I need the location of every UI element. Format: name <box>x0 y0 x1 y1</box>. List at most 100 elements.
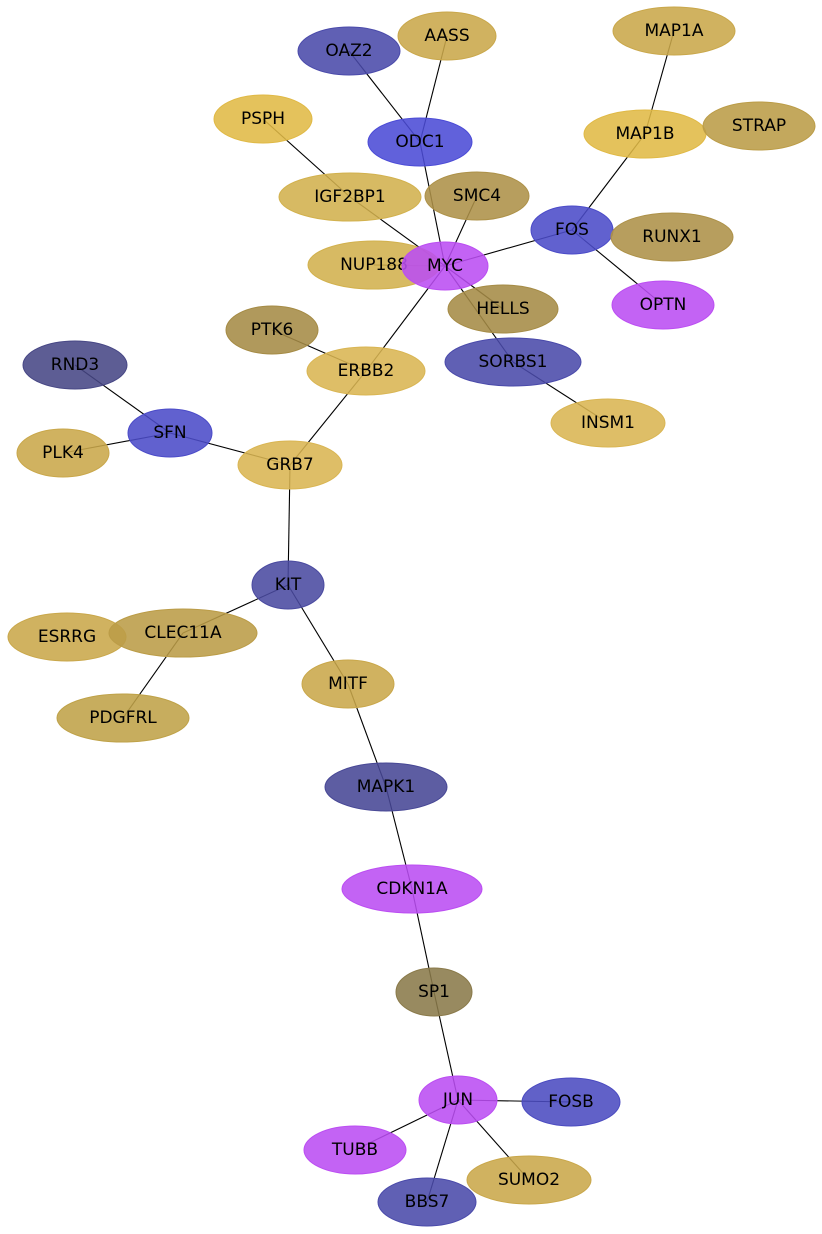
node-ellipse[interactable] <box>301 659 395 709</box>
node-map1b[interactable]: MAP1B <box>583 109 707 159</box>
node-label: SORBS1 <box>479 352 548 372</box>
node-pdgfrl[interactable]: PDGFRL <box>56 693 190 743</box>
node-esrrg[interactable]: ESRRG <box>7 612 127 662</box>
node-ellipse[interactable] <box>306 346 426 396</box>
node-tubb[interactable]: TUBB <box>303 1125 407 1175</box>
node-label: FOSB <box>548 1092 594 1112</box>
node-runx1[interactable]: RUNX1 <box>610 212 734 262</box>
node-aass[interactable]: AASS <box>397 11 497 61</box>
node-label: BBS7 <box>405 1192 450 1212</box>
node-sp1[interactable]: SP1 <box>395 967 473 1017</box>
node-myc[interactable]: MYC <box>401 241 489 291</box>
node-plk4[interactable]: PLK4 <box>16 428 110 478</box>
node-ellipse[interactable] <box>611 280 715 330</box>
node-cdkn1a[interactable]: CDKN1A <box>341 864 483 914</box>
node-label: CLEC11A <box>144 623 222 643</box>
node-ellipse[interactable] <box>521 1077 621 1127</box>
node-ellipse[interactable] <box>612 6 736 56</box>
node-insm1[interactable]: INSM1 <box>550 398 666 448</box>
node-label: TUBB <box>331 1140 378 1160</box>
node-label: MITF <box>328 674 368 694</box>
node-ellipse[interactable] <box>367 117 473 167</box>
node-smc4[interactable]: SMC4 <box>424 171 530 221</box>
node-ellipse[interactable] <box>377 1177 477 1227</box>
node-ellipse[interactable] <box>225 305 319 355</box>
node-label: MAP1B <box>615 124 674 144</box>
node-ellipse[interactable] <box>397 11 497 61</box>
node-hells[interactable]: HELLS <box>447 284 559 334</box>
node-label: SFN <box>153 423 186 443</box>
node-ellipse[interactable] <box>550 398 666 448</box>
node-mitf[interactable]: MITF <box>301 659 395 709</box>
node-ellipse[interactable] <box>702 101 816 151</box>
node-ellipse[interactable] <box>127 408 213 458</box>
node-label: SMC4 <box>453 186 501 206</box>
node-label: OAZ2 <box>325 41 372 61</box>
node-label: PDGFRL <box>89 708 157 728</box>
node-ellipse[interactable] <box>16 428 110 478</box>
node-odc1[interactable]: ODC1 <box>367 117 473 167</box>
node-oaz2[interactable]: OAZ2 <box>297 26 401 76</box>
node-label: SUMO2 <box>498 1170 560 1190</box>
node-fosb[interactable]: FOSB <box>521 1077 621 1127</box>
node-psph[interactable]: PSPH <box>213 94 313 144</box>
node-label: MAP1A <box>645 21 704 41</box>
node-ellipse[interactable] <box>424 171 530 221</box>
node-grb7[interactable]: GRB7 <box>237 440 343 490</box>
node-label: SP1 <box>418 982 450 1002</box>
node-fos[interactable]: FOS <box>530 205 614 255</box>
node-ellipse[interactable] <box>447 284 559 334</box>
node-label: KIT <box>275 575 302 595</box>
node-strap[interactable]: STRAP <box>702 101 816 151</box>
node-ellipse[interactable] <box>444 337 582 387</box>
node-ellipse[interactable] <box>341 864 483 914</box>
node-label: FOS <box>555 220 589 240</box>
node-kit[interactable]: KIT <box>251 560 325 610</box>
node-label: HELLS <box>476 299 529 319</box>
node-ellipse[interactable] <box>324 762 448 812</box>
node-ellipse[interactable] <box>418 1075 498 1125</box>
node-erbb2[interactable]: ERBB2 <box>306 346 426 396</box>
node-ellipse[interactable] <box>278 172 422 222</box>
node-label: PLK4 <box>42 443 84 463</box>
node-ellipse[interactable] <box>303 1125 407 1175</box>
node-sfn[interactable]: SFN <box>127 408 213 458</box>
node-ellipse[interactable] <box>297 26 401 76</box>
node-label: STRAP <box>732 116 786 136</box>
node-ptk6[interactable]: PTK6 <box>225 305 319 355</box>
node-rnd3[interactable]: RND3 <box>22 340 128 390</box>
node-ellipse[interactable] <box>237 440 343 490</box>
node-ellipse[interactable] <box>395 967 473 1017</box>
node-sumo2[interactable]: SUMO2 <box>466 1155 592 1205</box>
node-label: OPTN <box>640 295 687 315</box>
node-ellipse[interactable] <box>213 94 313 144</box>
node-map1a[interactable]: MAP1A <box>612 6 736 56</box>
node-label: ESRRG <box>38 627 96 647</box>
node-label: PTK6 <box>251 320 294 340</box>
node-ellipse[interactable] <box>466 1155 592 1205</box>
node-label: AASS <box>424 26 469 46</box>
node-igf2bp1[interactable]: IGF2BP1 <box>278 172 422 222</box>
node-label: MYC <box>427 256 463 276</box>
node-sorbs1[interactable]: SORBS1 <box>444 337 582 387</box>
node-ellipse[interactable] <box>251 560 325 610</box>
node-ellipse[interactable] <box>56 693 190 743</box>
node-clec11a[interactable]: CLEC11A <box>108 608 258 658</box>
node-jun[interactable]: JUN <box>418 1075 498 1125</box>
node-mapk1[interactable]: MAPK1 <box>324 762 448 812</box>
node-bbs7[interactable]: BBS7 <box>377 1177 477 1227</box>
node-optn[interactable]: OPTN <box>611 280 715 330</box>
node-label: ODC1 <box>395 132 444 152</box>
node-label: CDKN1A <box>376 879 448 899</box>
node-label: JUN <box>442 1090 473 1110</box>
node-ellipse[interactable] <box>108 608 258 658</box>
node-label: MAPK1 <box>357 777 416 797</box>
node-label: NUP188 <box>340 255 408 275</box>
node-ellipse[interactable] <box>401 241 489 291</box>
node-ellipse[interactable] <box>22 340 128 390</box>
node-label: INSM1 <box>581 413 635 433</box>
node-label: PSPH <box>241 109 285 129</box>
node-ellipse[interactable] <box>610 212 734 262</box>
